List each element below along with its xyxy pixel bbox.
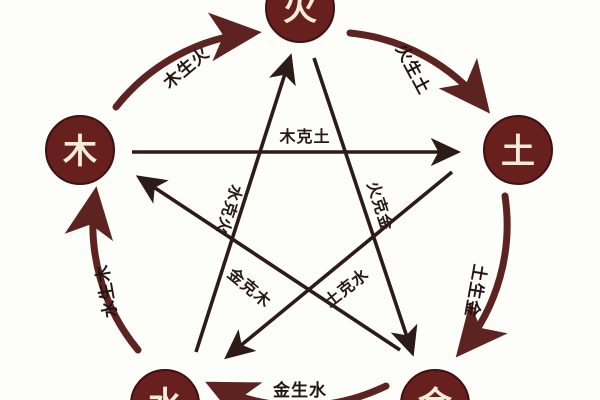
- arc-water-to-wood: [64, 186, 142, 354]
- arc-metal-to-water: [205, 381, 390, 400]
- line-water-to-fire: [194, 53, 296, 353]
- element-fire[interactable]: 火: [265, 0, 335, 43]
- arc-fire-to-earth: [346, 29, 491, 114]
- element-earth-char: 土: [501, 132, 535, 172]
- element-metal[interactable]: 金: [400, 369, 470, 400]
- line-fire-to-metal: [312, 57, 418, 357]
- element-fire-circle[interactable]: [265, 0, 335, 43]
- element-wood-circle[interactable]: [45, 115, 115, 185]
- arc-earth-to-metal: [455, 192, 511, 358]
- element-wood-char: 木: [62, 132, 97, 172]
- generating-cycle-arcs: [64, 12, 511, 400]
- element-earth-circle[interactable]: [483, 115, 553, 185]
- arc-wood-to-fire: [112, 12, 262, 111]
- line-earth-to-water: [224, 170, 454, 360]
- element-metal-circle[interactable]: [400, 369, 470, 400]
- element-water-circle[interactable]: [130, 369, 200, 400]
- element-circles: 火 土 金 水 木: [45, 0, 553, 400]
- element-water-char: 水: [148, 385, 183, 400]
- element-metal-char: 金: [417, 385, 453, 400]
- overcoming-cycle-lines: [132, 53, 462, 360]
- label-metal-generates-water: 金生水: [272, 380, 327, 400]
- element-fire-char: 火: [283, 0, 317, 29]
- element-earth[interactable]: 土: [483, 115, 553, 185]
- label-wood-overcomes-earth: 木克土: [278, 127, 330, 146]
- element-water[interactable]: 水: [130, 369, 200, 400]
- line-metal-to-wood-real: [135, 175, 401, 352]
- element-wood[interactable]: 木: [45, 115, 115, 185]
